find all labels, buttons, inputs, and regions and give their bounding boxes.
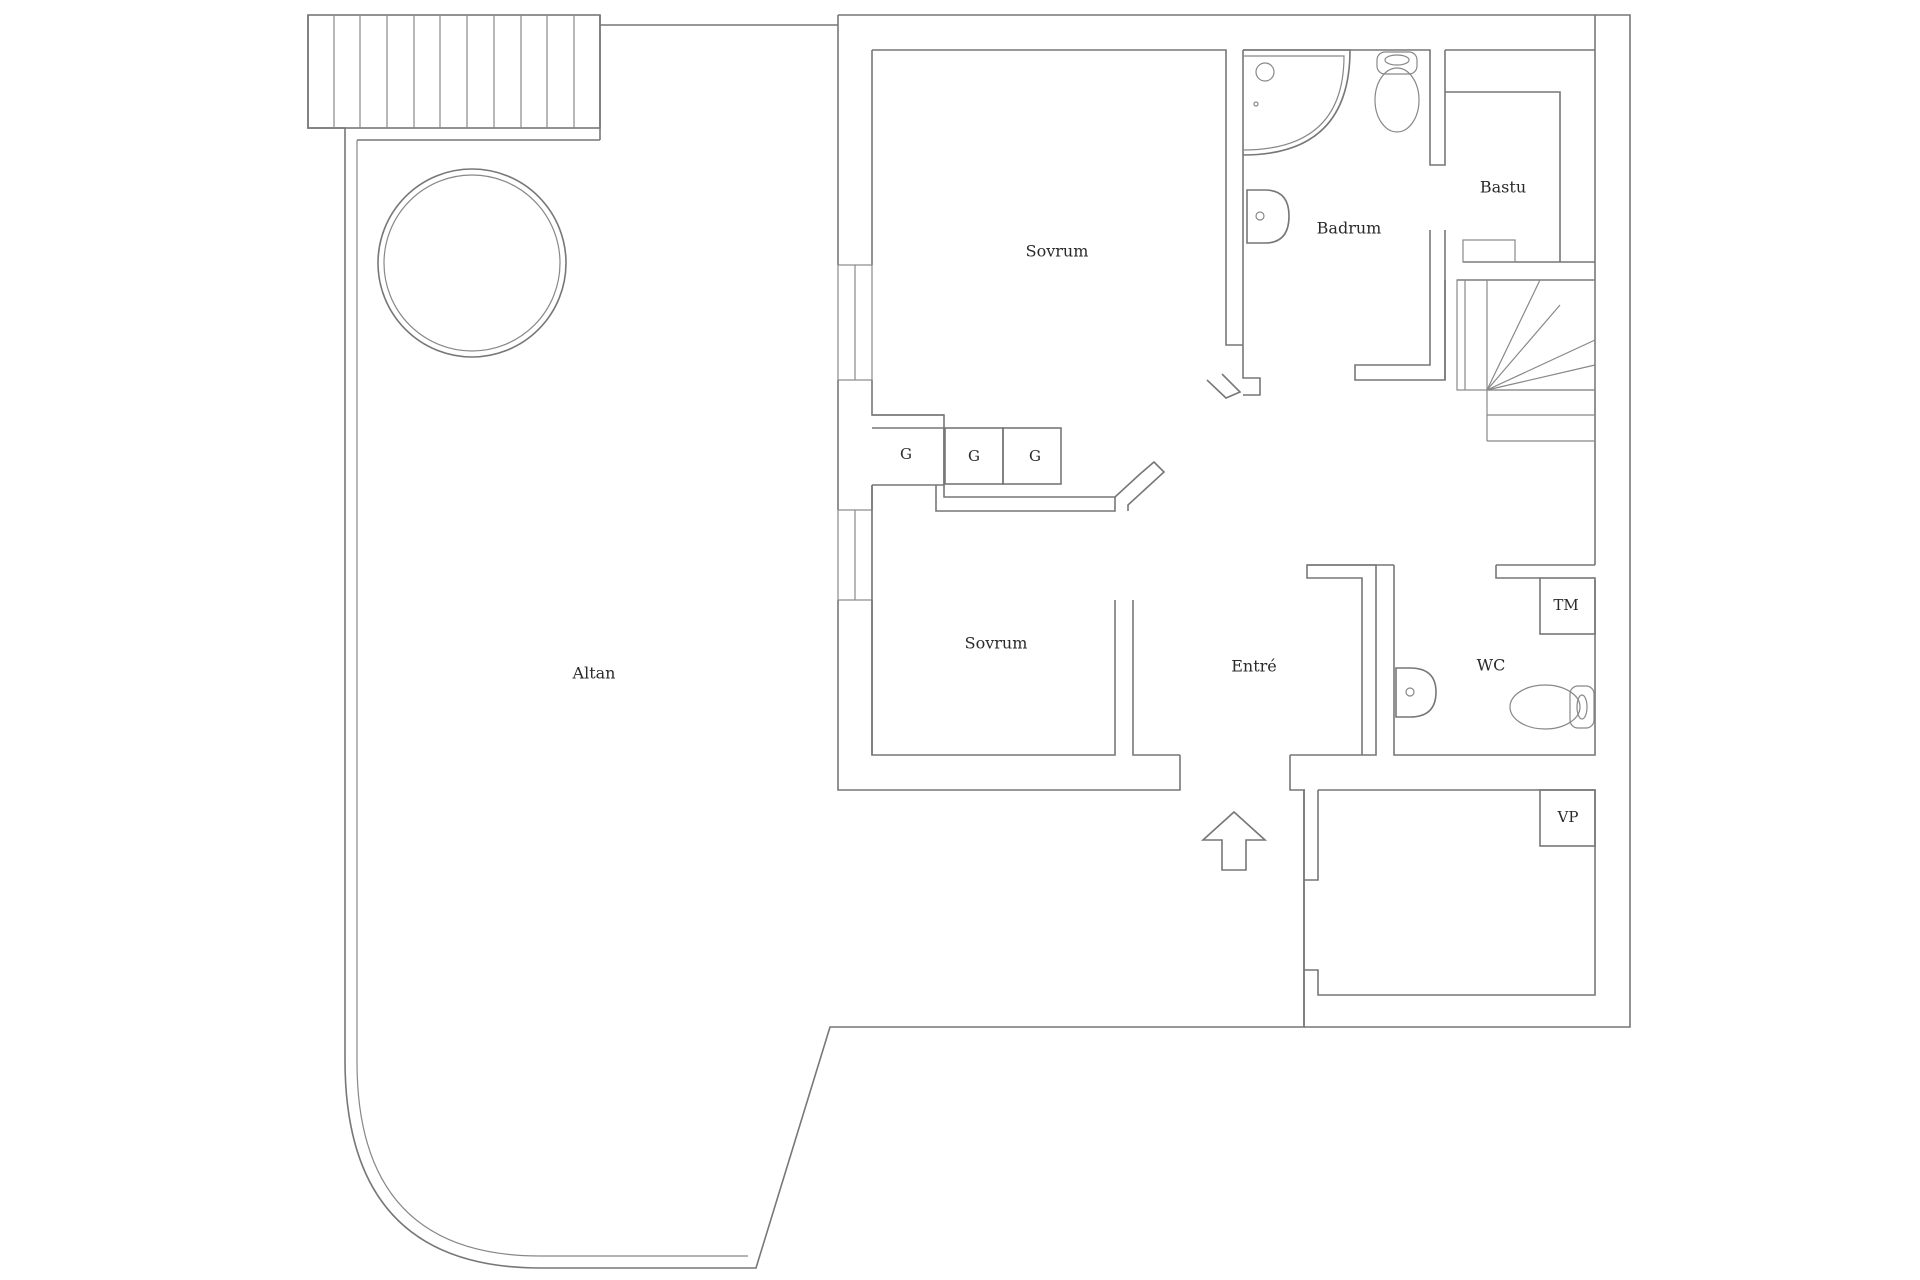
- terrace-steps: [307, 14, 601, 141]
- room-label-altan: Altan: [572, 664, 616, 683]
- room-label-entre: Entré: [1231, 657, 1277, 676]
- toilet-icon-bathroom: [1374, 51, 1420, 133]
- room-label-wc: WC: [1477, 656, 1506, 675]
- room-label-bastu: Bastu: [1480, 178, 1526, 197]
- wc-walls: [1307, 564, 1596, 635]
- room-label-badrum: Badrum: [1317, 219, 1382, 238]
- bedroom-upper-walls: [872, 49, 1243, 416]
- terrace-outline: [307, 15, 1305, 1269]
- entrance-arrow-icon: [1200, 810, 1268, 871]
- room-label-sovrum-lower: Sovrum: [965, 634, 1028, 653]
- stairs-icon: [1456, 279, 1596, 442]
- hot-tub-icon: [377, 168, 567, 358]
- closet-label-2: G: [968, 447, 980, 465]
- sauna-walls: [1444, 49, 1595, 380]
- closet-label-3: G: [1029, 447, 1041, 465]
- shower-icon: [1242, 49, 1351, 156]
- fixture-label-tm: TM: [1553, 596, 1578, 614]
- utility-room-walls: [1304, 789, 1596, 996]
- house-walls: [837, 14, 1631, 1028]
- sink-icon-bathroom: [1246, 189, 1290, 244]
- fixture-label-vp: VP: [1557, 808, 1579, 826]
- closets: [872, 427, 1166, 512]
- closet-label-1: G: [900, 445, 912, 463]
- toilet-icon-wc: [1509, 684, 1595, 730]
- sink-icon-wc: [1395, 667, 1437, 718]
- room-label-sovrum-upper: Sovrum: [1026, 242, 1089, 261]
